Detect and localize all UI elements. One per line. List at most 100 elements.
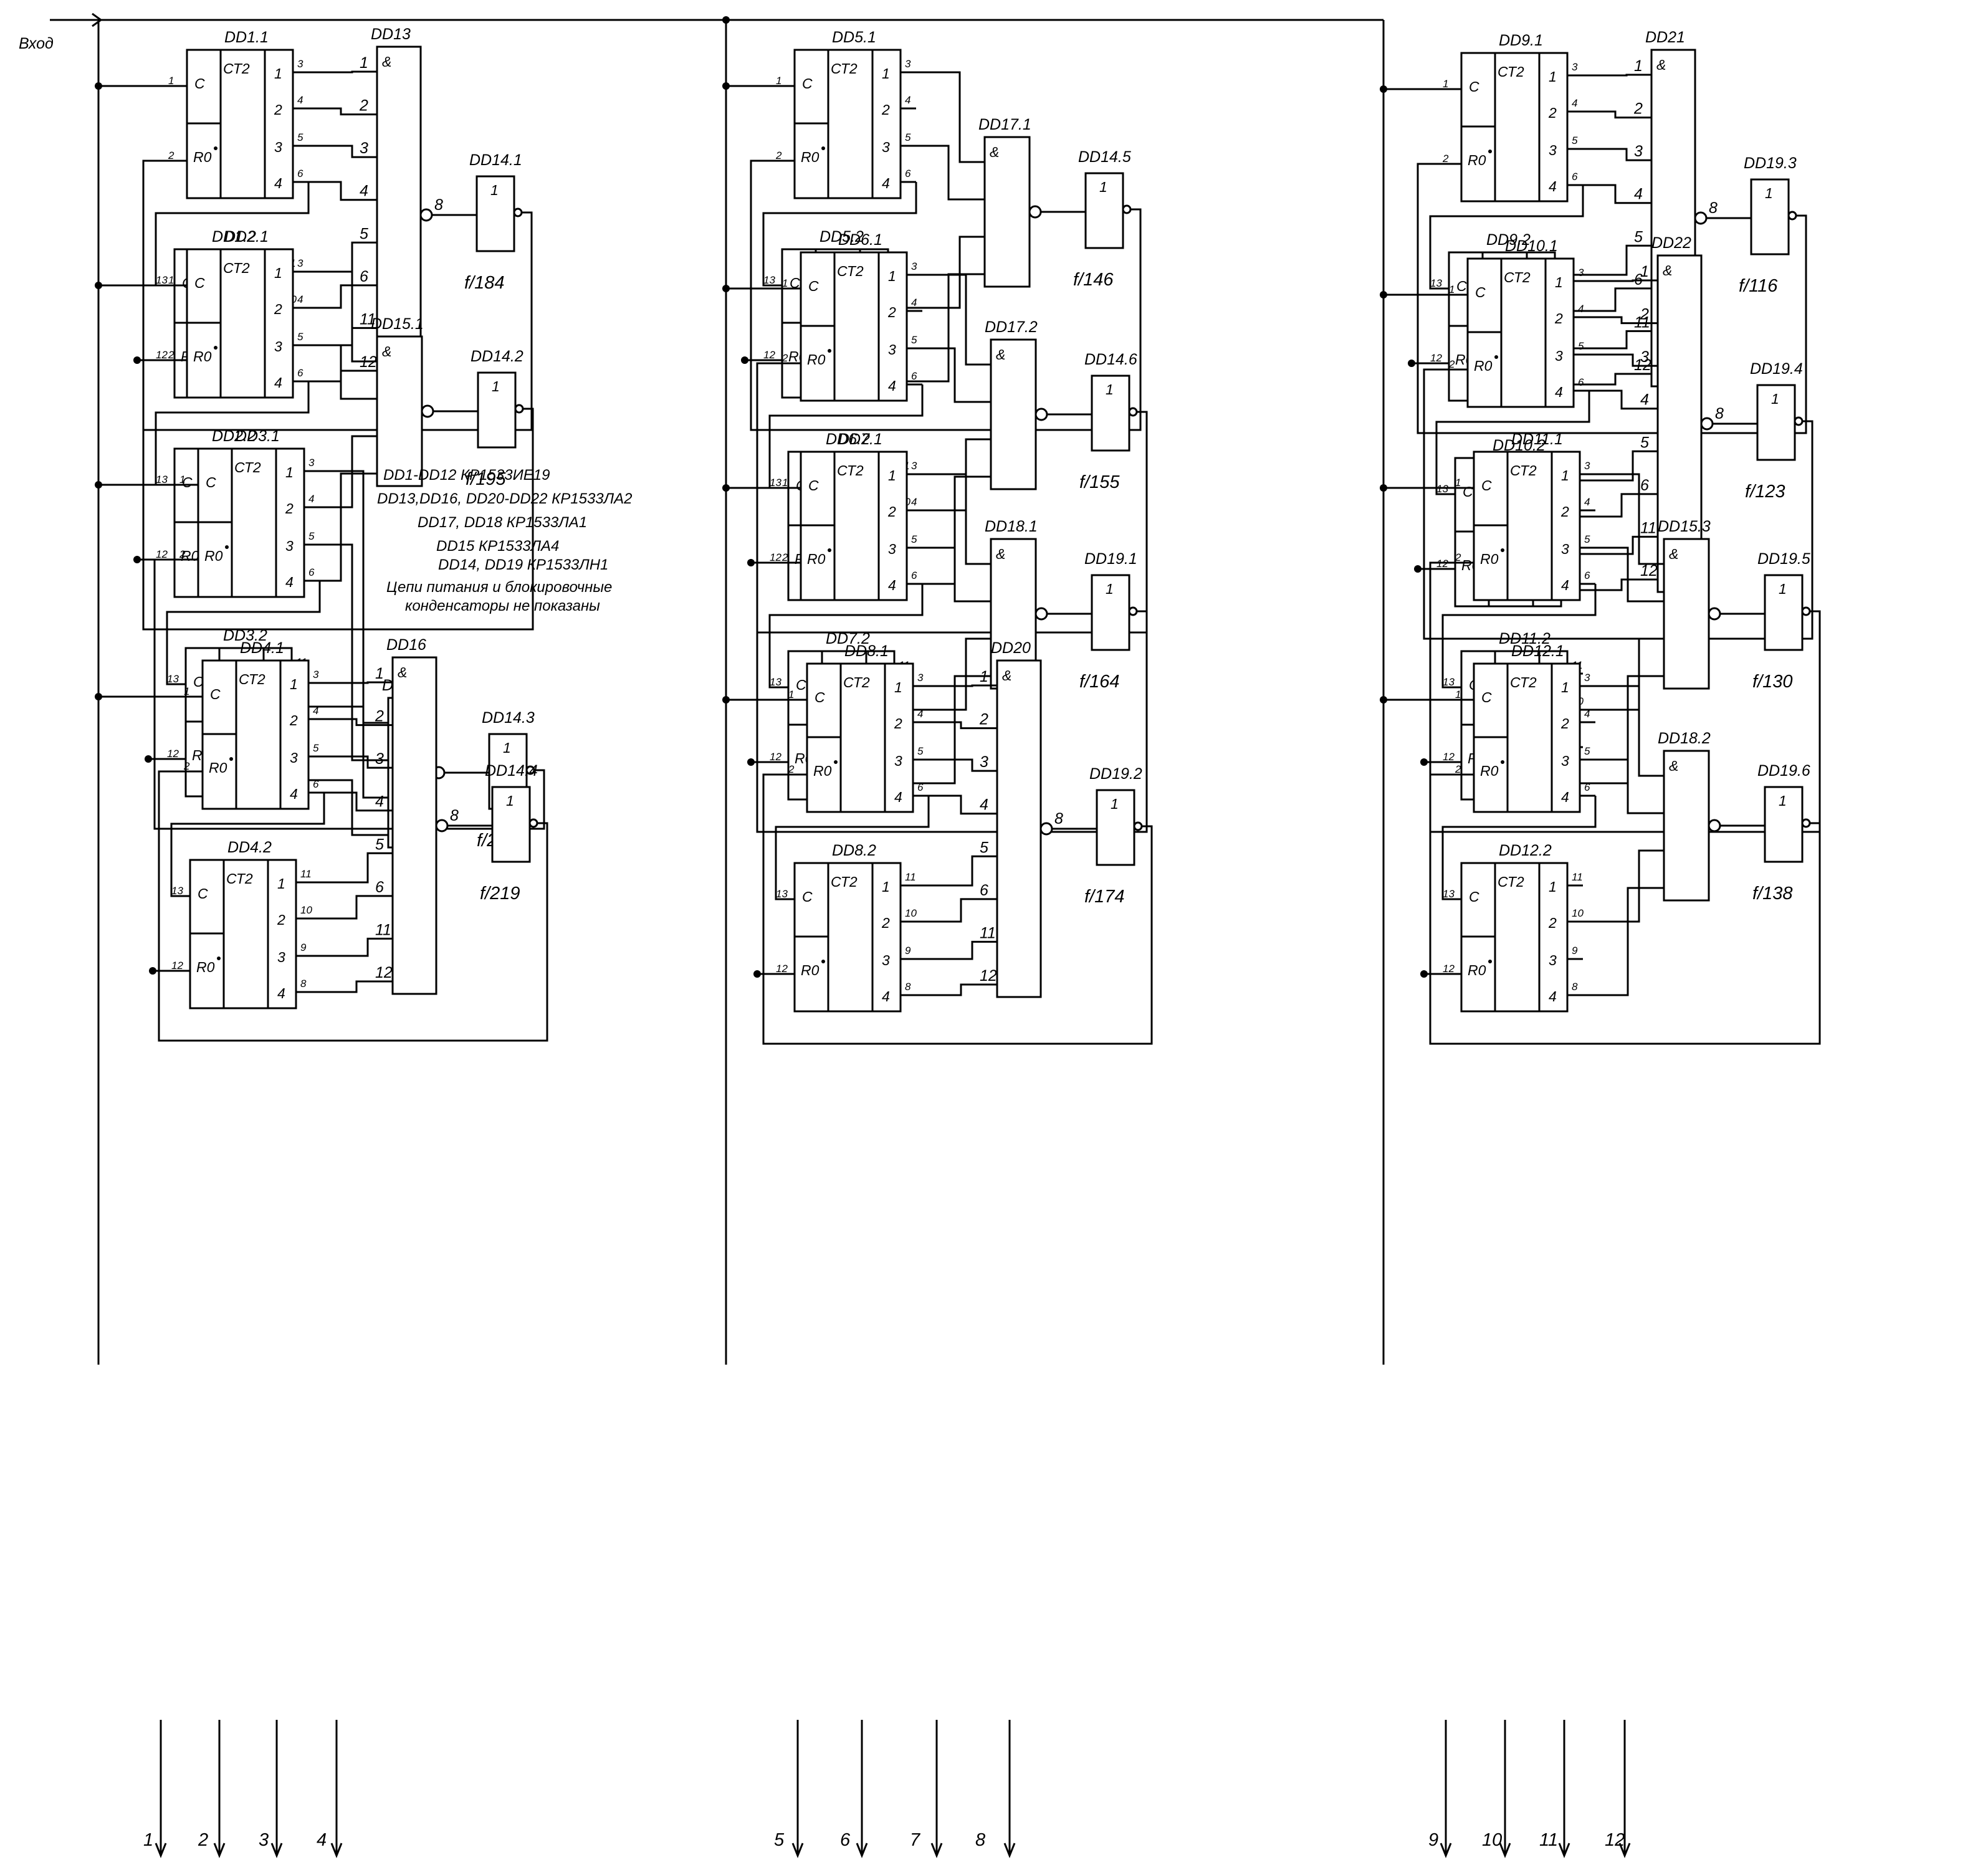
junction-dot bbox=[747, 559, 755, 566]
nand-symbol: & bbox=[382, 343, 391, 360]
junction-dot bbox=[149, 967, 156, 975]
pin-number: 9 bbox=[1572, 945, 1578, 956]
gate-input-wire bbox=[1583, 887, 1664, 996]
output-bit-label: 4 bbox=[894, 789, 902, 805]
pin-number: 13 bbox=[167, 673, 179, 685]
pin-number: 1 bbox=[179, 474, 185, 485]
gate-input-wire bbox=[307, 779, 388, 836]
pin-number: 4 bbox=[375, 793, 384, 811]
gate-input-wire bbox=[916, 940, 997, 960]
channel-5: DD5.1СТ2CR01213243546DD5.2СТ2CR013121112… bbox=[722, 29, 1142, 431]
pin-number: 12 bbox=[980, 967, 997, 985]
output-arrow-icon bbox=[1003, 1843, 1016, 1859]
inverter-name: DD14.4 bbox=[485, 762, 538, 780]
counter-r-label: R0 bbox=[807, 551, 826, 567]
pin-number: 2 bbox=[1633, 100, 1643, 118]
output-bit-label: 4 bbox=[882, 175, 890, 191]
pin-number: 6 bbox=[375, 879, 384, 896]
pin-number: 1 bbox=[1455, 689, 1461, 700]
pin-number: 6 bbox=[1584, 570, 1590, 581]
pin-number: 4 bbox=[1572, 97, 1577, 109]
output-bit-label: 3 bbox=[882, 952, 890, 968]
inverter-bubble-icon bbox=[1122, 204, 1132, 214]
gate-input-wire bbox=[929, 758, 997, 772]
division-ratio-label: f/164 bbox=[1079, 672, 1120, 692]
counter-ct-label: СТ2 bbox=[226, 871, 253, 887]
pin-number: 2 bbox=[1640, 306, 1649, 323]
inverter-symbol: 1 bbox=[492, 378, 500, 394]
output-bit-label: 2 bbox=[1560, 503, 1569, 520]
pin-number: 2 bbox=[183, 760, 190, 772]
counter-r-label: R0 bbox=[204, 548, 223, 564]
reset-dot-icon bbox=[225, 545, 229, 549]
nand-symbol: & bbox=[398, 664, 407, 680]
inverter-box bbox=[477, 371, 517, 449]
pin-number: 12 bbox=[776, 963, 788, 975]
counter-r-label: R0 bbox=[801, 962, 820, 978]
inverter-bubble-icon bbox=[1787, 211, 1797, 221]
pin-number: 1 bbox=[168, 75, 174, 87]
output-label: 1 bbox=[143, 1830, 153, 1850]
inversion-bubble-icon bbox=[1035, 607, 1048, 621]
output-bit-label: 1 bbox=[1555, 274, 1563, 290]
pin-number: 13 bbox=[776, 888, 788, 900]
output-bit-label: 4 bbox=[274, 374, 282, 391]
output-bit-label: 2 bbox=[277, 912, 285, 928]
junction-dot bbox=[1380, 484, 1387, 492]
channel-1: DD1.1СТ2CR01213243546DD1.2СТ2CR013121112… bbox=[95, 26, 533, 431]
counter-name: DD11.1 bbox=[1511, 431, 1563, 448]
pin-number: 10 bbox=[1572, 907, 1584, 919]
reset-wire bbox=[1423, 368, 1468, 618]
output-bit-label: 3 bbox=[888, 541, 896, 557]
pin-number: 6 bbox=[917, 781, 924, 793]
inverter-name: DD19.4 bbox=[1750, 360, 1803, 378]
output-bit-label: 3 bbox=[1561, 753, 1569, 769]
counter-c-label: C bbox=[808, 278, 819, 294]
output-bit-label: 3 bbox=[277, 949, 285, 965]
junction-dot bbox=[95, 282, 102, 289]
gate-input-wire bbox=[308, 145, 377, 158]
counter-ct-label: СТ2 bbox=[837, 263, 864, 279]
counter-r-label: R0 bbox=[1468, 962, 1486, 978]
pin-number: 1 bbox=[1443, 78, 1448, 90]
gate-name: DD21 bbox=[1645, 29, 1685, 46]
counter-name: DD6.2 bbox=[826, 431, 870, 448]
pin-number: 6 bbox=[1572, 171, 1578, 183]
cascade-wire bbox=[1441, 796, 1597, 900]
counter-r-label: R0 bbox=[813, 763, 832, 779]
gate-input-wire bbox=[904, 236, 985, 309]
gate-input-wire bbox=[1589, 316, 1658, 325]
inversion-bubble-icon bbox=[435, 819, 449, 832]
output-bit-label: 1 bbox=[1549, 69, 1557, 85]
pin-number: 6 bbox=[297, 168, 303, 179]
counter-c-label: C bbox=[802, 75, 813, 92]
pin-number: 5 bbox=[911, 533, 917, 545]
pin-number: 6 bbox=[980, 882, 988, 899]
gate-input-wire bbox=[296, 472, 377, 582]
counter-ct-label: СТ2 bbox=[831, 60, 858, 77]
junction-dot bbox=[1420, 970, 1428, 978]
pin-number: 13 bbox=[770, 676, 781, 688]
pin-number: 1 bbox=[776, 75, 781, 87]
division-ratio-label: f/130 bbox=[1752, 672, 1793, 692]
gate-input-wire bbox=[1570, 330, 1651, 350]
counter-name: DD4.1 bbox=[240, 639, 284, 657]
gate-input-wire bbox=[312, 980, 393, 993]
gate-input-wire bbox=[1595, 685, 1664, 777]
counter-r-label: R0 bbox=[1468, 152, 1486, 168]
nand-symbol: & bbox=[1656, 57, 1666, 73]
inverter-symbol: 1 bbox=[490, 182, 499, 198]
output-bit-label: 4 bbox=[1555, 384, 1563, 400]
output-bit-label: 2 bbox=[289, 712, 298, 728]
gate-input-wire bbox=[1595, 473, 1664, 565]
gate-input-wire bbox=[1570, 373, 1651, 386]
inverter-name: DD19.5 bbox=[1757, 550, 1810, 568]
counter-ct-label: СТ2 bbox=[837, 462, 864, 479]
output-label: 3 bbox=[259, 1830, 269, 1850]
pin-number: 12 bbox=[156, 548, 168, 560]
nand-gate-box bbox=[996, 659, 1042, 998]
junction-dot bbox=[95, 82, 102, 90]
cascade-wire bbox=[166, 581, 321, 685]
output-bit-label: 4 bbox=[1549, 178, 1557, 194]
